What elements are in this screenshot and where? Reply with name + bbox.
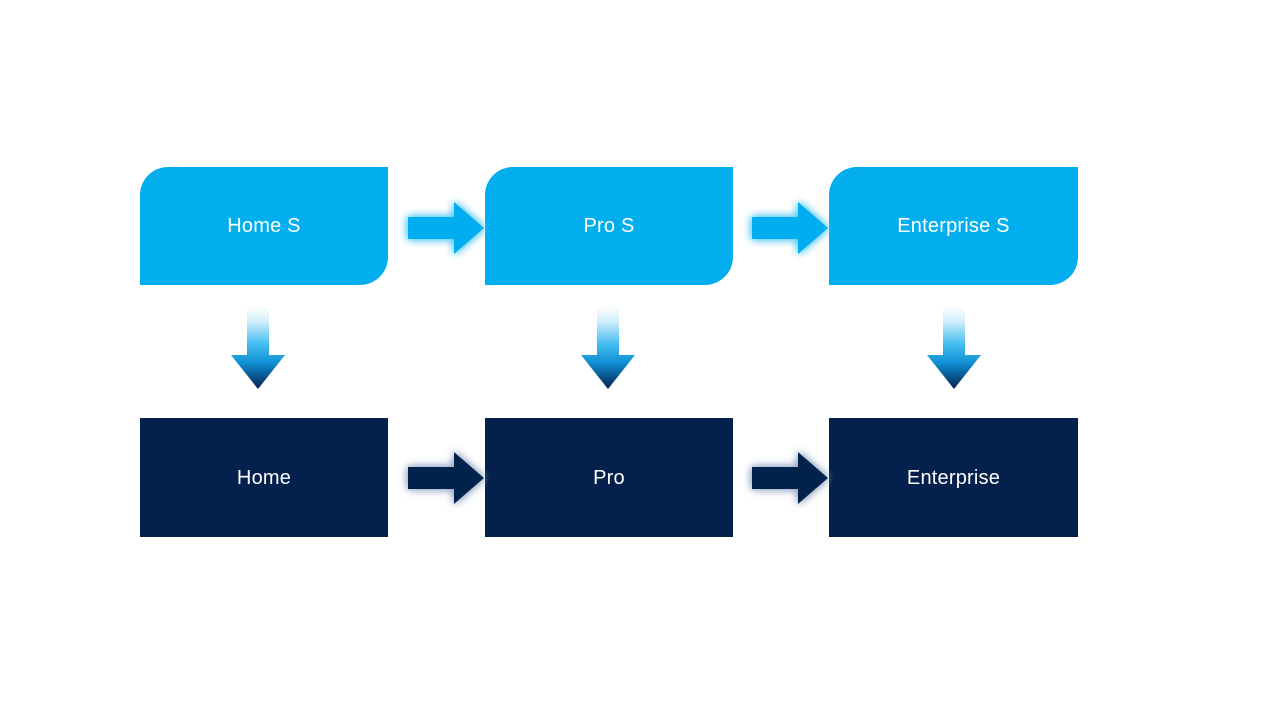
connector-enterprise-s-to-enterprise bbox=[925, 307, 983, 391]
connector-pro-s-to-pro bbox=[579, 307, 637, 391]
connector-pro-to-enterprise bbox=[748, 449, 832, 507]
node-home[interactable]: Home bbox=[140, 418, 388, 537]
node-pro[interactable]: Pro bbox=[485, 418, 733, 537]
node-label: Pro bbox=[593, 466, 625, 489]
connector-home-s-to-home bbox=[229, 307, 287, 391]
arrow-down-icon bbox=[581, 307, 635, 389]
node-label: Pro S bbox=[583, 215, 635, 237]
connector-home-s-to-pro-s bbox=[404, 199, 488, 257]
arrow-right-icon bbox=[408, 452, 484, 504]
connector-home-to-pro bbox=[404, 449, 488, 507]
arrow-right-icon bbox=[408, 202, 484, 254]
node-home-s[interactable]: Home S bbox=[140, 167, 388, 285]
arrow-down-icon bbox=[231, 307, 285, 389]
arrow-down-icon bbox=[927, 307, 981, 389]
node-label: Enterprise bbox=[906, 466, 1001, 489]
node-enterprise-s[interactable]: Enterprise S bbox=[829, 167, 1078, 285]
node-label: Enterprise S bbox=[897, 215, 1010, 237]
arrow-right-icon bbox=[752, 452, 828, 504]
node-enterprise[interactable]: Enterprise bbox=[829, 418, 1078, 537]
arrow-right-icon bbox=[752, 202, 828, 254]
connector-pro-s-to-enterprise-s bbox=[748, 199, 832, 257]
node-pro-s[interactable]: Pro S bbox=[485, 167, 733, 285]
node-label: Home bbox=[236, 466, 292, 489]
node-label: Home S bbox=[227, 215, 301, 237]
